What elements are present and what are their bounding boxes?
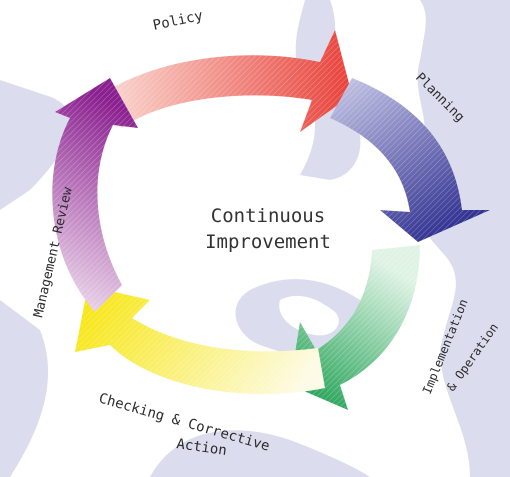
review-arrow [52,78,138,312]
planning-arrow [330,78,490,242]
checking-label-line2: Action [175,436,227,459]
center-label-line2: Improvement [205,231,331,253]
policy-label: Policy [152,8,205,34]
center-label-line1: Continuous [211,205,325,227]
policy-arrow [88,30,352,132]
implementation-arrow [290,245,420,410]
checking-arrow [75,286,325,395]
